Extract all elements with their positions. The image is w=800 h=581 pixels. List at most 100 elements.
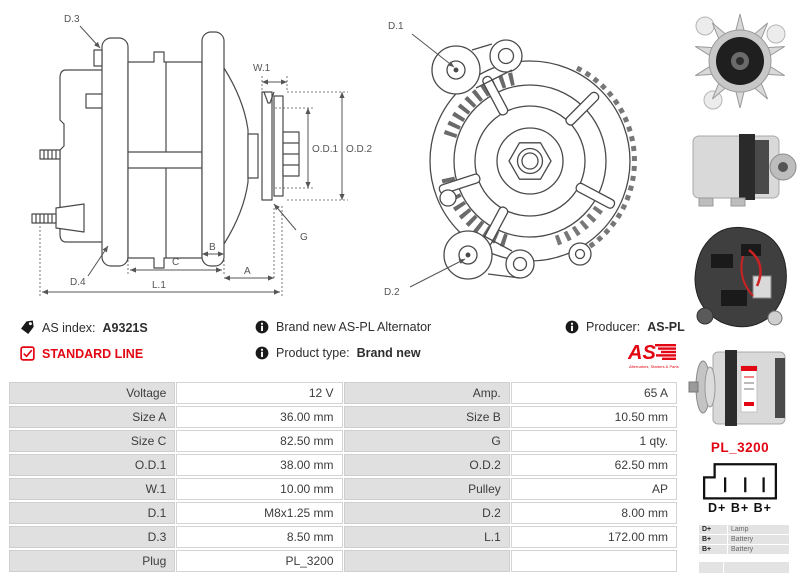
spec-value-cell: M8x1.25 mm [176, 502, 343, 524]
spec-value-cell: PL_3200 [176, 550, 343, 572]
info-icon [255, 346, 269, 360]
dim-label-d3: D.3 [64, 14, 80, 25]
product-info-section: AS index: A9321S STANDARD LINE Brand new… [0, 314, 685, 380]
product-type-value: Brand new [356, 346, 421, 360]
spec-label-cell: Plug [9, 550, 176, 572]
spec-label-cell: L.1 [343, 526, 510, 548]
spec-label-cell: G [343, 430, 510, 452]
spec-label-cell: D.1 [9, 502, 176, 524]
dim-label-d2: D.2 [384, 287, 400, 298]
standard-line-label: STANDARD LINE [42, 346, 144, 361]
spec-value-cell: 12 V [176, 382, 343, 404]
dim-label-w1: W.1 [253, 63, 271, 74]
dim-label-c: C [172, 257, 179, 268]
specs-table: Voltage 12 V Amp. 65 A Size A 36.00 mm S… [8, 380, 678, 574]
front-view-dimensions [409, 33, 466, 288]
product-photo-3[interactable] [683, 218, 797, 336]
plug-legend: D+ Lamp B+ Battery B+ Battery [698, 524, 790, 555]
plug-legend-empty-row [698, 561, 790, 574]
legend-row: B+ Battery [699, 535, 789, 544]
product-photo-1[interactable] [683, 4, 797, 116]
spec-label-cell: Amp. [343, 382, 510, 404]
dim-label-d4: D.4 [70, 277, 86, 288]
dim-label-g: G [300, 232, 308, 243]
product-photo-4[interactable] [683, 340, 797, 434]
legend-pin-cell: B+ [699, 535, 727, 544]
dim-label-od2: O.D.2 [346, 144, 372, 155]
legend-pin-cell: B+ [699, 545, 727, 554]
logo-subtext: Alternators, Starters & Parts [629, 364, 679, 369]
producer-label: Producer: [586, 320, 641, 334]
spec-label-cell: O.D.2 [343, 454, 510, 476]
table-row: O.D.1 38.00 mm O.D.2 62.50 mm [9, 454, 677, 476]
alternator-front-body [429, 39, 637, 280]
spec-value-cell: 8.50 mm [176, 526, 343, 548]
spec-label-cell: Voltage [9, 382, 176, 404]
standard-line-row: STANDARD LINE [20, 346, 143, 361]
producer-value: AS-PL [647, 320, 685, 334]
plug-diagram [702, 463, 778, 500]
spec-value-cell: 172.00 mm [510, 526, 677, 548]
dim-label-a: A [244, 266, 251, 277]
logo-as-text: AS [628, 342, 656, 364]
spec-label-cell: D.3 [9, 526, 176, 548]
as-pl-logo: AS Alternators, Starters & Parts [628, 342, 679, 369]
spec-value-cell: 82.50 mm [176, 430, 343, 452]
spec-value-cell: 1 qty. [510, 430, 677, 452]
plug-code: PL_3200 [710, 440, 770, 455]
dim-label-d1: D.1 [388, 21, 404, 32]
producer-row: Producer: AS-PL [565, 320, 685, 334]
product-media-column: PL_3200 D+ B+ B+ D+ Lamp B+ Battery [683, 0, 797, 581]
alternator-side-body [31, 31, 300, 269]
tag-icon [21, 320, 34, 335]
drawing-front-view: D.1 D.2 [384, 21, 637, 298]
spec-value-cell: 36.00 mm [176, 406, 343, 428]
as-index-row: AS index: A9321S [20, 320, 148, 335]
spec-value-cell: 65 A [510, 382, 677, 404]
spec-label-cell: D.2 [343, 502, 510, 524]
spec-value-cell: 8.00 mm [510, 502, 677, 524]
legend-desc-cell: Lamp [728, 525, 789, 534]
spec-value-cell: 10.50 mm [510, 406, 677, 428]
spec-label-cell: Size C [9, 430, 176, 452]
spec-value-cell: AP [510, 478, 677, 500]
spec-label-cell [343, 550, 510, 572]
table-row: Size C 82.50 mm G 1 qty. [9, 430, 677, 452]
plug-pin-labels: D+ B+ B+ [708, 501, 772, 515]
spec-label-cell: Pulley [343, 478, 510, 500]
product-type-row: Product type: Brand new [255, 346, 421, 360]
legend-row [699, 562, 789, 573]
table-row: Voltage 12 V Amp. 65 A [9, 382, 677, 404]
product-photo-2[interactable] [683, 122, 797, 214]
legend-desc-cell: Battery [728, 535, 789, 544]
logo-stripes [655, 344, 676, 360]
side-view-dimensions [39, 25, 348, 296]
brand-new-row: Brand new AS-PL Alternator [255, 320, 431, 334]
table-row: Plug PL_3200 [9, 550, 677, 572]
spec-label-cell: Size A [9, 406, 176, 428]
spec-value-cell: 10.00 mm [176, 478, 343, 500]
info-icon [565, 320, 579, 334]
legend-pin-cell [699, 562, 723, 573]
as-index-label: AS index: [42, 320, 96, 335]
table-row: D.3 8.50 mm L.1 172.00 mm [9, 526, 677, 548]
spec-value-cell: 62.50 mm [510, 454, 677, 476]
spec-value-cell [510, 550, 677, 572]
dim-label-l1: L.1 [152, 280, 166, 291]
legend-row: B+ Battery [699, 545, 789, 554]
product-type-label: Product type: [276, 346, 350, 360]
info-icon [255, 320, 269, 334]
dim-label-od1: O.D.1 [312, 144, 339, 155]
legend-pin-cell: D+ [699, 525, 727, 534]
drawing-side-view: D.3 D.4 W.1 O.D.1 O.D.2 G C B A L.1 [31, 14, 372, 296]
legend-row: D+ Lamp [699, 525, 789, 534]
spec-value-cell: 38.00 mm [176, 454, 343, 476]
table-row: W.1 10.00 mm Pulley AP [9, 478, 677, 500]
as-index-value: A9321S [102, 320, 148, 335]
table-row: D.1 M8x1.25 mm D.2 8.00 mm [9, 502, 677, 524]
checkbox-icon [20, 346, 35, 361]
legend-desc-cell [724, 562, 789, 573]
spec-label-cell: Size B [343, 406, 510, 428]
brand-new-text: Brand new AS-PL Alternator [276, 320, 432, 334]
